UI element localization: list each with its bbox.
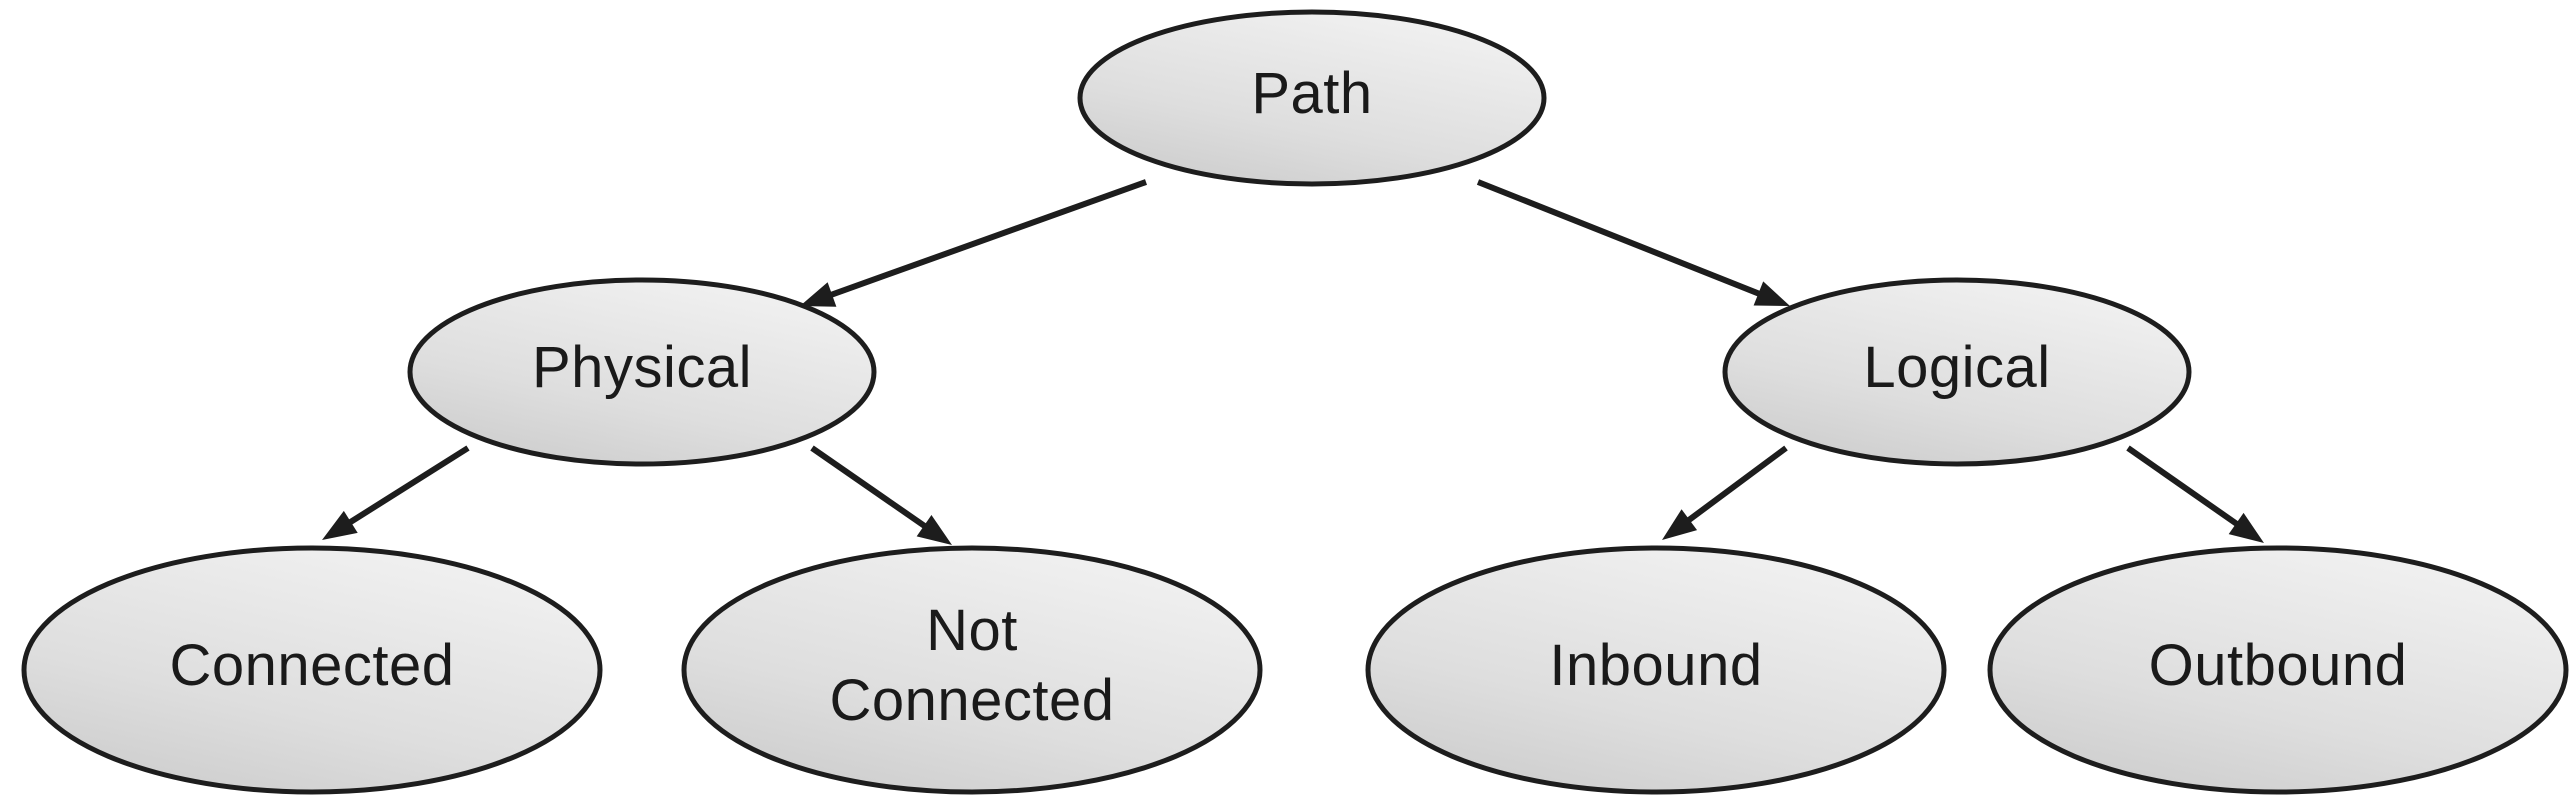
node-label-line: Logical — [1863, 335, 2050, 400]
node-label-logical: Logical — [1863, 335, 2050, 400]
node-label-line: Outbound — [2149, 633, 2408, 698]
arrowhead-icon — [322, 510, 358, 540]
node-shape-physical[interactable] — [407, 277, 877, 467]
node-label-connected: Connected — [169, 633, 454, 698]
node-label-line: Connected — [829, 668, 1114, 733]
node-label-line: Not — [926, 598, 1018, 663]
node-label-line: Connected — [169, 633, 454, 698]
node-label-line: Path — [1251, 61, 1372, 126]
arrowhead-icon — [800, 282, 837, 307]
node-outbound[interactable]: Outbound — [1987, 545, 2569, 795]
edge-logical-outbound — [2126, 445, 2264, 543]
edge-line — [1682, 445, 1788, 526]
node-connected[interactable]: Connected — [21, 545, 603, 795]
node-shape-path[interactable] — [1077, 9, 1547, 187]
edge-line — [2126, 445, 2243, 530]
node-label-outbound: Outbound — [2149, 633, 2408, 698]
edge-line — [810, 445, 931, 532]
edge-line — [825, 179, 1148, 300]
edge-path-logical — [1476, 179, 1790, 306]
edge-physical-connected — [322, 445, 470, 540]
node-inbound[interactable]: Inbound — [1365, 545, 1947, 795]
node-path[interactable]: Path — [1077, 9, 1547, 187]
edge-line — [1476, 179, 1766, 299]
edge-physical-notconnected — [810, 445, 952, 545]
arrowhead-icon — [1662, 509, 1698, 540]
node-shape-inbound[interactable] — [1365, 545, 1947, 795]
edge-logical-inbound — [1662, 445, 1788, 540]
arrowhead-icon — [1753, 281, 1790, 306]
node-label-line: Physical — [532, 335, 752, 400]
node-label-path: Path — [1251, 61, 1372, 126]
node-shape-outbound[interactable] — [1987, 545, 2569, 795]
node-shape-not-connected[interactable] — [681, 545, 1263, 795]
node-shape-logical[interactable] — [1722, 277, 2192, 467]
node-label-line: Inbound — [1549, 633, 1762, 698]
edges-layer — [322, 179, 2264, 545]
node-logical[interactable]: Logical — [1722, 277, 2192, 467]
edge-line — [344, 445, 470, 528]
node-label-inbound: Inbound — [1549, 633, 1762, 698]
node-label-physical: Physical — [532, 335, 752, 400]
arrowhead-icon — [916, 514, 952, 545]
arrowhead-icon — [2228, 512, 2264, 543]
node-physical[interactable]: Physical — [407, 277, 877, 467]
node-shape-connected[interactable] — [21, 545, 603, 795]
edge-path-physical — [800, 179, 1148, 307]
